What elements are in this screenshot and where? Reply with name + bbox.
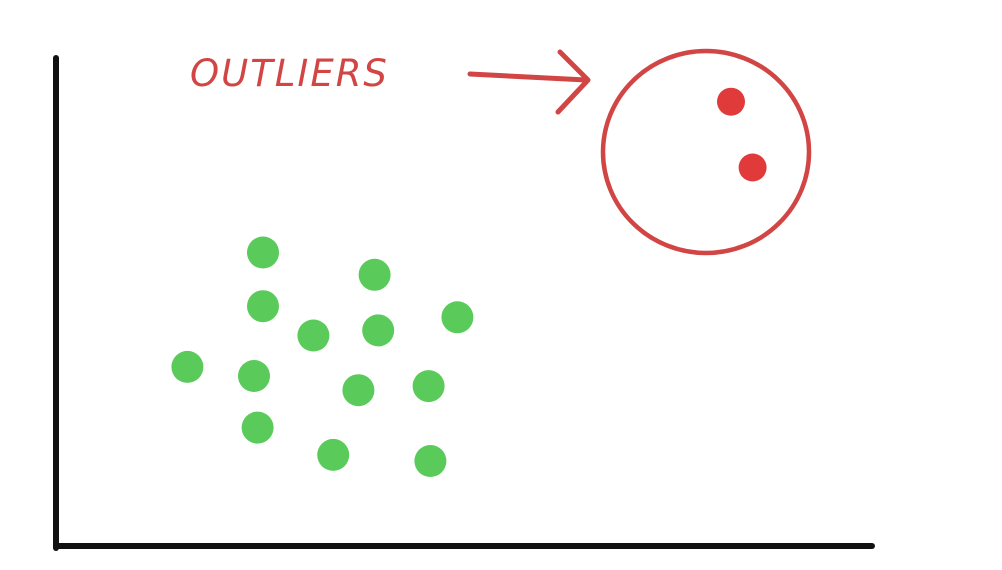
cluster-point-9 [342,374,375,407]
cluster-point-6 [441,301,474,334]
cluster-point-13 [414,445,447,477]
outlier-point-2 [738,153,767,182]
cluster-point-1 [247,236,279,269]
cluster-point-11 [241,411,274,444]
cluster-point-7 [171,350,204,383]
outliers-label: OUTLIERS [190,52,389,95]
cluster-point-3 [247,290,279,323]
outliers-annotation: OUTLIERS [190,48,812,256]
outliers-arrow-icon [467,49,591,115]
cluster-point-10 [412,370,445,403]
data-points [171,87,767,477]
cluster-point-2 [358,258,391,291]
cluster-point-8 [238,360,270,392]
cluster-point-4 [297,319,330,352]
axes [53,55,875,551]
cluster-point-5 [362,314,395,347]
cluster-point-12 [317,438,350,471]
outliers-circle [600,48,812,256]
outlier-point-1 [717,87,745,116]
